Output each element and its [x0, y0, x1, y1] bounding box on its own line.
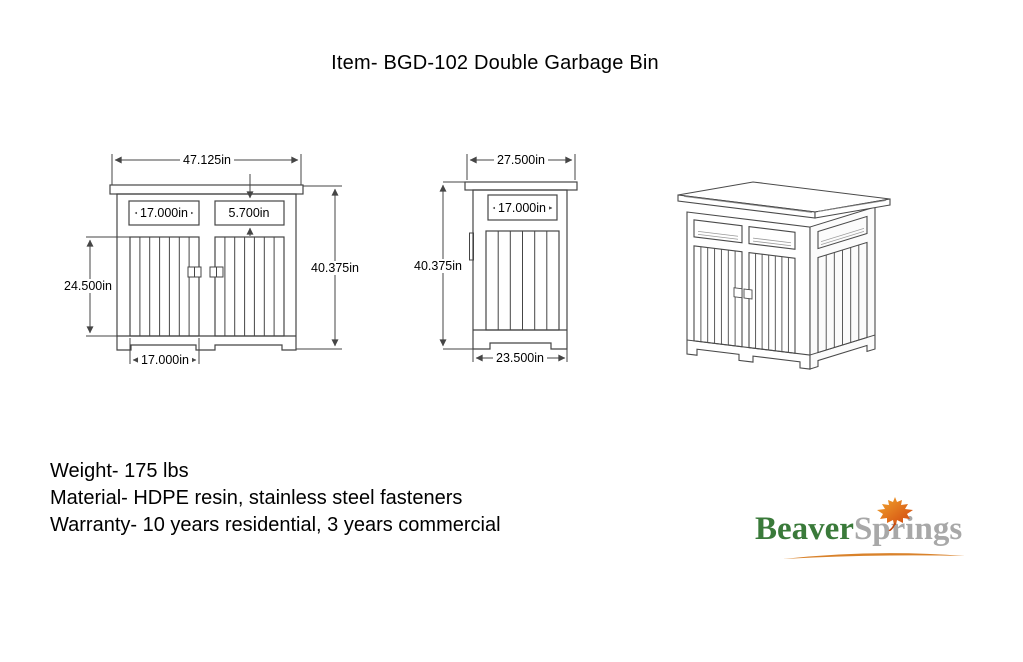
dim-side-top-width: 27.500in [494, 153, 548, 167]
door-latches [187, 266, 224, 278]
side-cabinet-outline [464, 181, 578, 350]
side-dimension-lines [439, 154, 576, 362]
spec-material: Material- HDPE resin, stainless steel fa… [50, 487, 463, 509]
side-view-drawing [439, 154, 578, 362]
logo-wordmark: BeaverSprings [755, 511, 962, 547]
iso-lid [677, 181, 891, 219]
logo-text-beaver: Beaver [755, 511, 854, 547]
front-view: 47.125in 17.000in 5.700in 24.500in 40.37… [50, 140, 370, 375]
side-lid [464, 181, 578, 191]
dim-front-door-height: 24.500in [61, 279, 115, 293]
iso-door-latches [733, 287, 753, 300]
dim-front-opening-height: 5.700in [225, 206, 273, 220]
dim-front-opening-width: 17.000in [137, 206, 191, 220]
side-opening [487, 194, 558, 221]
front-lid [109, 184, 304, 195]
spec-weight: Weight- 175 lbs [50, 460, 189, 482]
page-title: Item- BGD-102 Double Garbage Bin [331, 52, 659, 74]
dim-front-overall-width: 47.125in [180, 153, 234, 167]
dim-side-opening-width: 17.000in [495, 201, 549, 215]
front-left-door [129, 236, 200, 337]
logo-swoosh [783, 553, 965, 559]
beaversprings-logo: BeaverSprings [755, 495, 975, 565]
isometric-view [660, 165, 920, 385]
front-body [116, 193, 297, 351]
front-right-door [214, 236, 285, 337]
side-body [472, 189, 568, 350]
front-cabinet-outline [109, 184, 304, 351]
iso-side-face [809, 206, 876, 370]
front-view-drawing [86, 154, 342, 364]
dim-front-overall-height: 40.375in [308, 261, 362, 275]
side-view: 27.500in 17.000in 40.375in 23.500in [400, 140, 610, 375]
dim-side-overall-height: 40.375in [411, 259, 465, 273]
dim-side-base-width: 23.500in [493, 351, 547, 365]
side-latch [469, 232, 474, 261]
spec-warranty: Warranty- 10 years residential, 3 years … [50, 514, 501, 536]
spec-text-block: Weight- 175 lbs Material- HDPE resin, st… [50, 458, 501, 539]
front-right-opening [214, 200, 285, 226]
front-left-opening [128, 200, 200, 226]
isometric-drawing [677, 181, 891, 370]
iso-front-face [686, 211, 811, 370]
dim-front-door-width: 17.000in [138, 353, 192, 367]
maple-leaf-icon [877, 497, 913, 531]
